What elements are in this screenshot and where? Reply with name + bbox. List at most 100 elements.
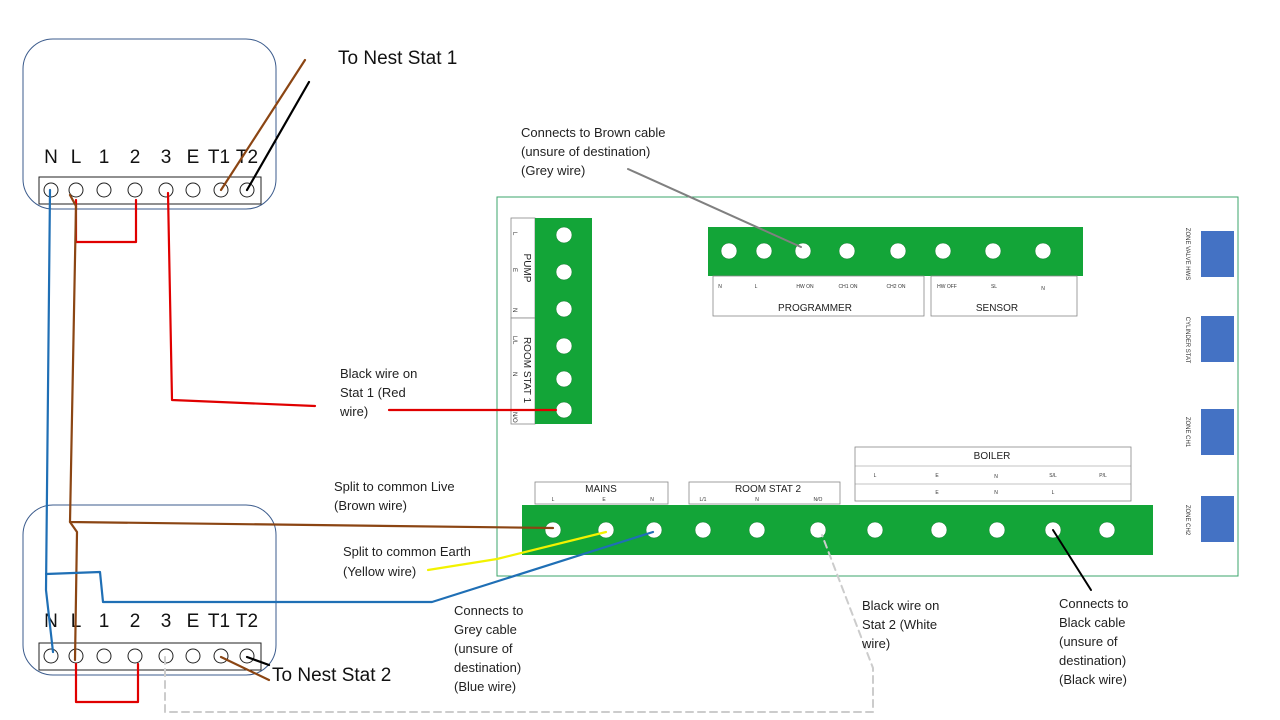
stat2-black-note: Black wire on Stat 2 (White wire) — [861, 598, 939, 651]
stat2-link-red-wire — [74, 662, 140, 704]
wiring-centre-outline — [496, 196, 1239, 577]
note-line: (unsure of — [1059, 634, 1118, 649]
hw-on-grey-wire — [627, 168, 802, 248]
sensor-pin-label: HW OFF — [937, 284, 957, 290]
stat1-t1-brown-wire — [219, 58, 307, 192]
cylinder-stat-block — [1201, 316, 1234, 362]
programmer-pin-label: HW ON — [796, 284, 814, 290]
pump-label: PUMP — [521, 254, 532, 283]
stat1-screw-2 — [127, 182, 143, 198]
mains-pin-label: L — [552, 497, 555, 503]
stat1-housing — [22, 38, 277, 210]
boiler-label-box — [854, 446, 1132, 502]
boiler-pin-label: P/L — [1099, 473, 1107, 479]
zone-valve-hws-label: ZONE VALVE HWS — [1184, 228, 1190, 280]
note-line: Stat 2 (White — [862, 617, 937, 632]
programmer-pin-label: N — [718, 284, 722, 290]
stat1-terminal-label: T2 — [236, 147, 258, 168]
note-line: wire) — [339, 404, 368, 419]
note-line: (Blue wire) — [454, 679, 516, 694]
roomstat1-label-box — [510, 317, 536, 425]
note-line: (unsure of — [454, 641, 513, 656]
note-line: Black cable — [1059, 615, 1125, 630]
stat2-white-dashed-wire — [164, 534, 874, 713]
common-neutral-blue-wire — [44, 530, 655, 604]
stat2-terminal-label: 3 — [161, 611, 172, 632]
stat2-terminal-label: N — [44, 611, 58, 632]
note-line: wire) — [861, 636, 890, 651]
note-line: Split to common Live — [334, 479, 455, 494]
stat1-neutral-blue-wire — [44, 188, 55, 654]
note-line: (Brown wire) — [334, 498, 407, 513]
roomstat1-pin-label: N — [511, 372, 517, 376]
boiler-pin-label: E — [935, 490, 939, 496]
common-live-brown-wire — [68, 193, 555, 530]
top-terminal-pins — [720, 242, 1052, 260]
note-line: Black wire on — [862, 598, 939, 613]
boiler-pin-label: S/L — [1049, 473, 1057, 479]
mains-label: MAINS — [585, 484, 617, 495]
boiler-label: BOILER — [974, 451, 1011, 462]
common-earth-yellow-wire — [426, 530, 608, 572]
note-line: Stat 1 (Red — [340, 385, 406, 400]
stat1-t2-black-wire — [245, 80, 311, 192]
boiler-pin-label: L — [874, 473, 877, 479]
programmer-pin-label: CH1 ON — [839, 284, 858, 290]
sensor-label-box — [930, 275, 1078, 317]
roomstat1-pin-label: L/L — [511, 336, 517, 345]
note-line: (Yellow wire) — [343, 564, 416, 579]
roomstat1-label: ROOM STAT 1 — [521, 337, 532, 404]
note-line: (Black wire) — [1059, 672, 1127, 687]
boiler-pin-label: L — [1052, 490, 1055, 496]
stat2-t2-black-wire — [245, 655, 271, 667]
note-line: Grey cable — [454, 622, 517, 637]
blue-wire-note: Connects to Grey cable (unsure of destin… — [454, 603, 523, 694]
roomstat2-label: ROOM STAT 2 — [735, 484, 802, 495]
left-terminal-block — [535, 218, 592, 424]
mains-label-box — [534, 481, 669, 505]
pump-pin-label: N — [511, 308, 517, 312]
note-line: Connects to — [1059, 596, 1128, 611]
programmer-pin-label: L — [755, 284, 758, 290]
stat2-screw-1 — [96, 648, 112, 664]
sensor-pin-label: N — [1041, 286, 1045, 292]
stat2-screw-e — [185, 648, 201, 664]
note-line: Black wire on — [340, 366, 417, 381]
roomstat2-pin-label: N — [755, 497, 759, 503]
earth-split-note: Split to common Earth (Yellow wire) — [343, 544, 471, 579]
stat1-destination-label: To Nest Stat 1 — [338, 48, 457, 69]
note-line: (Grey wire) — [521, 163, 585, 178]
mains-pin-label: N — [650, 497, 654, 503]
left-terminal-pins — [555, 226, 573, 419]
live-split-note: Split to common Live (Brown wire) — [334, 479, 455, 513]
stat2-terminal-label: E — [187, 611, 200, 632]
zone-ch2-label: ZONE CH2 — [1184, 505, 1190, 536]
stat1-screw-3 — [158, 182, 174, 198]
stat1-black-note: Black wire on Stat 1 (Red wire) — [339, 366, 417, 419]
programmer-label: PROGRAMMER — [778, 303, 852, 314]
note-line: (unsure of destination) — [521, 144, 650, 159]
stat2-terminal-label: T1 — [208, 611, 230, 632]
roomstat2-pin-label: N/O — [814, 497, 823, 503]
programmer-pin-label: CH2 ON — [887, 284, 906, 290]
boiler-pin-label: N — [994, 490, 998, 496]
wiring-centre: PUMP ROOM STAT 1 L E N L/L N N/O — [496, 196, 1239, 577]
note-line: Split to common Earth — [343, 544, 471, 559]
stat1-link-red-wire — [74, 198, 138, 244]
stat2-terminal-label: 2 — [130, 611, 141, 632]
grey-wire-note: Connects to Brown cable (unsure of desti… — [521, 125, 666, 178]
stat2-destination-label: To Nest Stat 2 — [272, 665, 391, 686]
note-line: destination) — [454, 660, 521, 675]
sensor-pin-label: SL — [991, 284, 997, 290]
nest-stat-2: N L 1 2 3 E T1 T2 To Nest Stat 2 — [22, 504, 391, 686]
stat1-terminal-label: N — [44, 147, 58, 168]
stat2-t1-brown-wire — [219, 655, 271, 682]
boiler-pin-label: E — [935, 473, 939, 479]
stat2-live-brown-wire — [68, 520, 79, 662]
cylinder-stat-label: CYLINDER STAT — [1184, 317, 1190, 364]
mains-pin-label: E — [602, 497, 606, 503]
zone-ch1-block — [1201, 409, 1234, 455]
zone-ch1-label: ZONE CH1 — [1184, 417, 1190, 448]
stat2-terminal-label: T2 — [236, 611, 258, 632]
stat1-screw-l — [68, 182, 84, 198]
